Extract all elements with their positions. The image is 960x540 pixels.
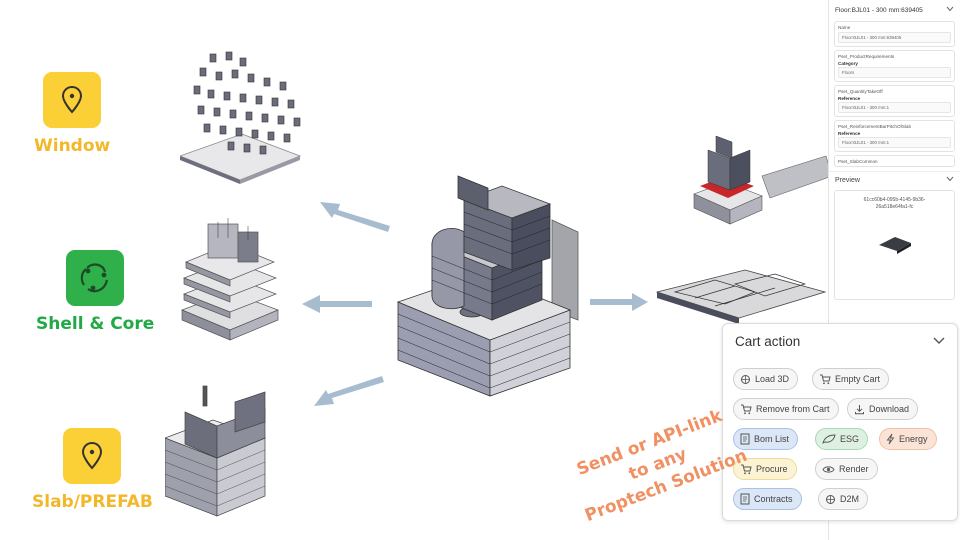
section-title: Pset_QuantityTakeOff [838,89,883,94]
download-button[interactable]: Download [847,398,919,420]
chevron-down-icon[interactable] [933,332,945,350]
category-window[interactable]: Window [34,72,110,156]
field-value: Floor:BJL01 - 300 mm:1 [838,102,951,113]
load-3d-button[interactable]: Load 3D [733,368,799,390]
cart-icon [819,374,831,385]
category-label: Window [34,136,111,156]
cube-icon [740,374,751,385]
shell-core-model [181,218,279,341]
field-value: Floor:BJL01 - 300 mm:1 [838,137,951,148]
category-slab-prefab[interactable]: Slab/PREFAB [32,428,153,512]
arrow-to-shell-core [302,295,372,313]
property-section: Pset_ReinforcementBarPitchOfSlab Referen… [834,120,955,152]
field-key: Reference [838,96,861,101]
property-panel-title: Floor:BJL01 - 300 mm:639405 [835,6,923,14]
lightning-icon [886,433,895,445]
property-section: Pset_QuantityTakeOff Reference Floor:BJL… [834,85,955,117]
cart-title: Cart action [735,333,801,349]
procure-button[interactable]: Procure [733,458,797,480]
category-label: Slab/PREFAB [32,492,153,512]
pin-icon [62,85,83,114]
category-label: Shell & Core [36,314,155,334]
arrow-to-right [590,293,648,311]
document-icon [740,433,750,445]
field-value: Floors [838,67,951,78]
property-section: Pset_SlabCommon [834,155,955,167]
property-panel-header[interactable]: Floor:BJL01 - 300 mm:639405 [829,0,960,18]
energy-button[interactable]: Energy [879,428,937,450]
window-tile[interactable] [43,72,102,128]
download-icon [854,404,865,415]
floor-plan-model [655,269,827,324]
field-value: Floor:BJL01 - 300 mm:639405 [838,32,951,43]
document-icon [740,493,750,505]
category-shell-core[interactable]: Shell & Core [36,250,154,334]
section-title: Pset_SlabCommon [838,159,878,164]
preview-id: 61cc60b4-095b-4145-9b36- [863,197,926,203]
preview-box: 61cc60b4-095b-4145-9b36- 26a518e64fa1-fc [834,190,955,300]
section-title: Name [838,25,851,30]
arrow-to-slab-prefab [314,376,384,406]
slab-prefab-tile[interactable] [63,428,122,484]
section-title: Pset_ReinforcementBarPitchOfSlab [838,124,912,129]
eye-icon [822,465,835,474]
property-section: Pset_ProductRequirements Category Floors [834,50,955,82]
cube-icon [825,494,836,505]
field-key: Reference [838,131,861,136]
leaf-icon [822,434,836,444]
field-key: Category [838,61,858,66]
cart-action-panel: Cart action Load 3D Empty Cart Remove fr… [722,323,958,521]
arrow-to-window [320,202,390,232]
window-model [180,51,302,184]
shell-core-tile[interactable] [66,250,125,306]
render-button[interactable]: Render [815,458,878,480]
bom-list-button[interactable]: Bom List [733,428,799,450]
preview-thumbnail [878,237,911,254]
section-title: Pset_ProductRequirements [838,54,895,59]
cart-icon [740,404,752,415]
property-section: Name Floor:BJL01 - 300 mm:639405 [834,21,955,47]
preview-title: Preview [835,176,860,184]
floor-highlight-model [693,135,832,225]
central-building-model [396,175,579,397]
cart-header[interactable]: Cart action [723,324,957,358]
pin-icon [82,441,103,470]
recycle-icon [80,263,109,293]
contracts-button[interactable]: Contracts [733,488,802,510]
empty-cart-button[interactable]: Empty Cart [812,368,890,390]
preview-header[interactable]: Preview [829,171,960,188]
chevron-down-icon[interactable] [946,6,954,14]
preview-id: 26a518e64fa1-fc [875,204,914,210]
slab-prefab-model [165,385,266,517]
chevron-down-icon[interactable] [946,176,954,184]
esg-button[interactable]: ESG [815,428,869,450]
remove-from-cart-button[interactable]: Remove from Cart [733,398,839,420]
d2m-button[interactable]: D2M [818,488,869,510]
cart-icon [740,464,752,475]
